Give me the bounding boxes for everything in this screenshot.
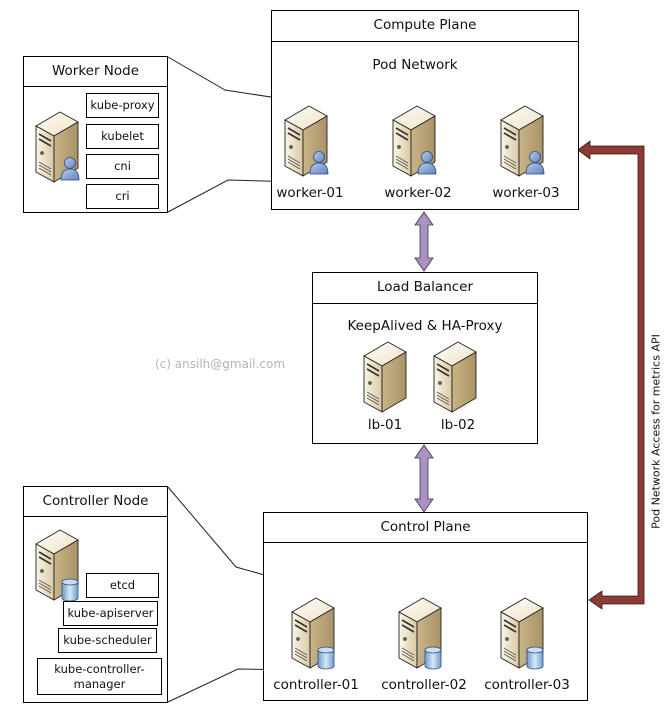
load-balancer-title: Load Balancer — [313, 273, 537, 304]
component-kube-scheduler: kube-scheduler — [58, 628, 157, 653]
component-kube-controller-manager: kube-controller-manager — [37, 658, 162, 695]
worker-node-title: Worker Node — [24, 57, 167, 87]
controller-03-label: controller-03 — [484, 677, 570, 693]
lb-01-label: lb-01 — [367, 417, 403, 433]
component-cri: cri — [86, 184, 159, 209]
control-plane-title: Control Plane — [264, 513, 587, 543]
component-kube-apiserver: kube-apiserver — [63, 601, 158, 626]
controller-node-title: Controller Node — [24, 487, 167, 517]
pod-network-label: Pod Network — [372, 57, 458, 73]
lb-arrow-top — [414, 211, 434, 272]
lb-01-server-icon[interactable] — [362, 340, 412, 418]
controller-03-server-icon[interactable] — [499, 596, 549, 674]
metrics-api-label: Pod Network Access for metrics API — [649, 334, 663, 529]
controller-02-label: controller-02 — [381, 677, 467, 693]
lb-subtitle: KeepAlived & HA-Proxy — [347, 318, 503, 334]
load-balancer: Load Balancer — [312, 272, 538, 444]
component-cni: cni — [86, 154, 159, 179]
controller-01-label: controller-01 — [273, 677, 359, 693]
lb-02-label: lb-02 — [440, 417, 476, 433]
component-kubelet: kubelet — [86, 124, 159, 149]
worker-01-label: worker-01 — [276, 185, 344, 201]
lb-02-server-icon[interactable] — [432, 340, 482, 418]
worker-node-server-icon — [35, 111, 80, 183]
worker-02-label: worker-02 — [384, 185, 452, 201]
controller-01-server-icon[interactable] — [290, 596, 340, 674]
lb-arrow-bottom — [414, 444, 434, 513]
component-etcd: etcd — [86, 573, 159, 598]
worker-03-server-icon[interactable] — [499, 104, 549, 182]
watermark: (c) ansilh@gmail.com — [155, 357, 286, 371]
compute-plane-title: Compute Plane — [272, 11, 578, 42]
worker-01-server-icon[interactable] — [283, 104, 333, 182]
worker-02-server-icon[interactable] — [391, 104, 441, 182]
controller-02-server-icon[interactable] — [397, 596, 447, 674]
worker-03-label: worker-03 — [492, 185, 560, 201]
component-kube-proxy: kube-proxy — [86, 93, 159, 118]
controller-node-server-icon — [35, 529, 79, 602]
